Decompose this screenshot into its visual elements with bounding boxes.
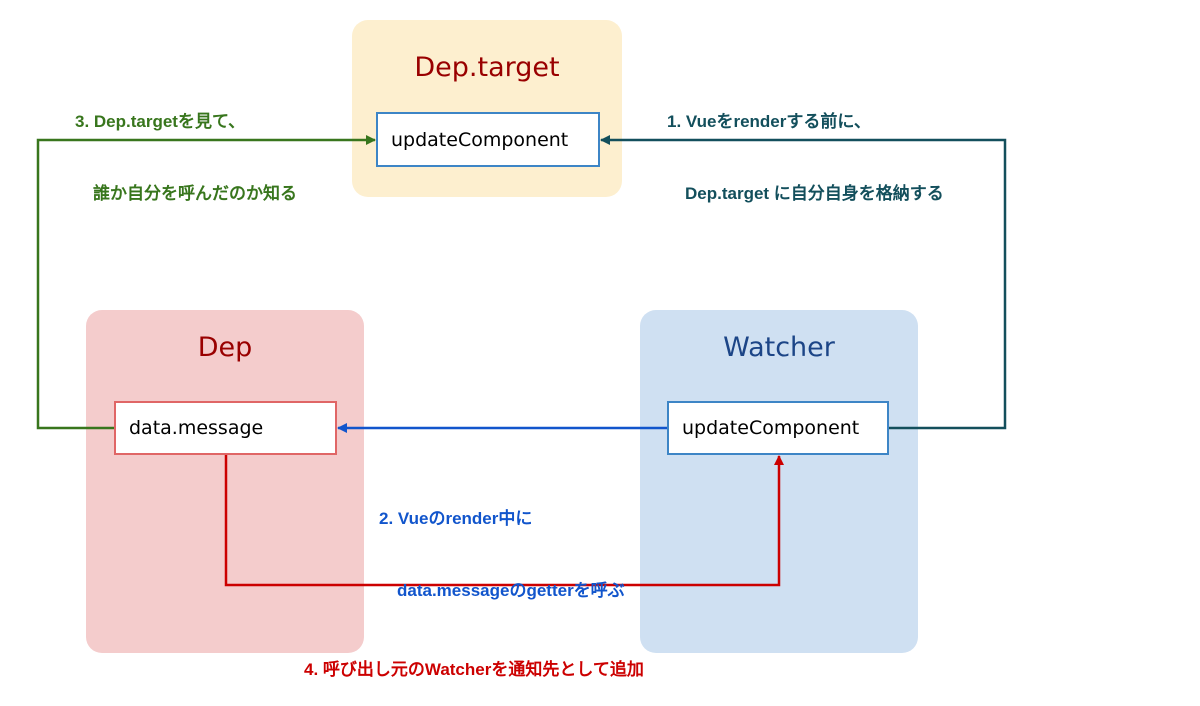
step4-label: 4. 呼び出し元のWatcherを通知先として追加 bbox=[304, 610, 644, 706]
step1-line2: Dep.target に自分自身を格納する bbox=[685, 184, 944, 203]
step2-line2: data.messageのgetterを呼ぶ bbox=[397, 581, 625, 600]
arrow-step3-dep-to-target bbox=[36, 135, 376, 430]
step2-label: 2. Vueのrender中に data.messageのgetterを呼ぶ bbox=[379, 459, 625, 627]
dep-target-title: Dep.target bbox=[414, 52, 560, 83]
watcher-update-component-node[interactable]: updateComponent bbox=[667, 401, 889, 455]
step3-line1: 3. Dep.targetを見て、 bbox=[75, 112, 246, 131]
step4-line1: 4. 呼び出し元のWatcherを通知先として追加 bbox=[304, 660, 644, 679]
data-message-node[interactable]: data.message bbox=[114, 401, 337, 455]
arrow-step4-dep-to-watcher bbox=[224, 455, 784, 587]
step3-label: 3. Dep.targetを見て、 誰か自分を呼んだのか知る bbox=[75, 62, 297, 230]
connectors bbox=[36, 135, 1007, 587]
dep-target-group: Dep.target bbox=[352, 20, 622, 197]
dep-target-update-component-node[interactable]: updateComponent bbox=[376, 112, 600, 167]
dep-title: Dep bbox=[197, 332, 253, 363]
watcher-title: Watcher bbox=[723, 332, 835, 363]
step3-line2: 誰か自分を呼んだのか知る bbox=[93, 184, 297, 203]
step1-label: 1. Vueをrenderする前に、 Dep.target に自分自身を格納する bbox=[667, 62, 944, 230]
arrow-step1-watcher-to-target bbox=[600, 135, 1007, 430]
step2-line1: 2. Vueのrender中に bbox=[379, 509, 533, 528]
step1-line1: 1. Vueをrenderする前に、 bbox=[667, 112, 871, 131]
